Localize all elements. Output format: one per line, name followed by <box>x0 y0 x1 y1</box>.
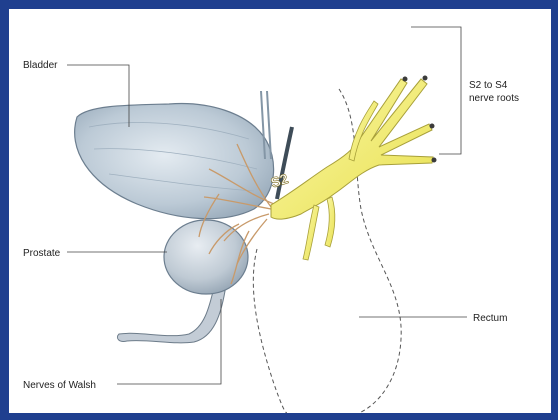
bladder-shape <box>75 104 274 219</box>
nerves-of-walsh-label: Nerves of Walsh <box>23 380 96 392</box>
anatomy-illustration: S2 <box>9 9 551 413</box>
nerve-roots-label: S2 to S4 nerve roots <box>469 79 519 105</box>
prostate-shape <box>164 220 248 294</box>
bladder-label: Bladder <box>23 60 57 72</box>
diagram-panel: S2 Bladder Prostate Nerves of Walsh Rect… <box>9 9 551 413</box>
rectum-label: Rectum <box>473 313 507 325</box>
nerve-branch-lower-1 <box>303 205 319 260</box>
walsh-nerve-strand <box>117 287 225 343</box>
nerve-roots-label-line1: S2 to S4 <box>469 79 519 92</box>
nerve-roots-label-line2: nerve roots <box>469 92 519 105</box>
nerve-branch-lower-2 <box>325 197 335 247</box>
prostate-label: Prostate <box>23 248 60 260</box>
leader-lines <box>67 27 467 384</box>
